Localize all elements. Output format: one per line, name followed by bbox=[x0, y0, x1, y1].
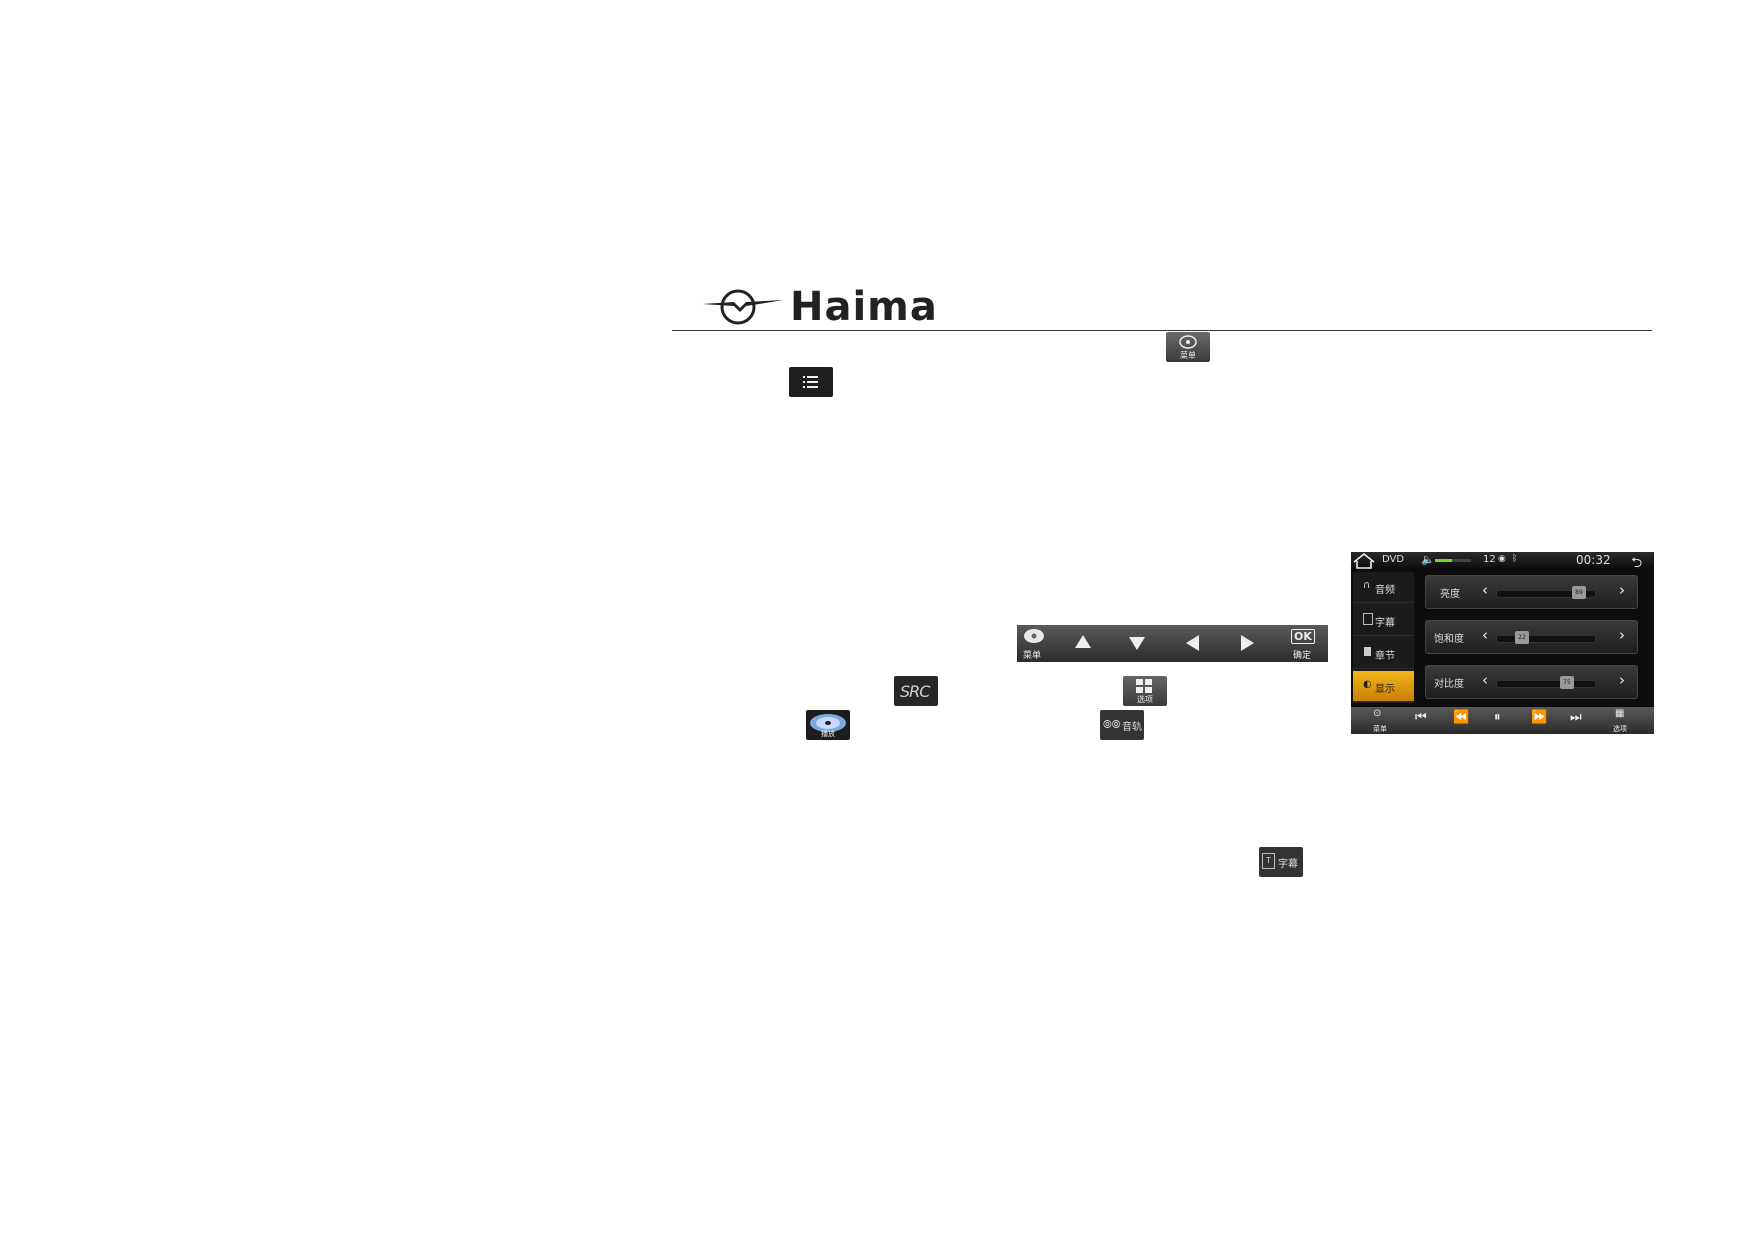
audio-icon: ⦾⦾ bbox=[1103, 718, 1121, 731]
disc-icon bbox=[1024, 629, 1044, 643]
disc-status-icon: ◉ bbox=[1498, 554, 1506, 564]
triangle-right-icon bbox=[1241, 635, 1254, 651]
decrease-button[interactable]: ‹ bbox=[1482, 671, 1488, 689]
options-button-caption: 选项 bbox=[1137, 695, 1153, 704]
slider-knob[interactable]: 75 bbox=[1560, 676, 1574, 689]
volume-value: 12 bbox=[1483, 554, 1496, 565]
subtitle-icon: T bbox=[1262, 853, 1275, 869]
chapter-icon bbox=[1364, 647, 1371, 656]
setting-label: 对比度 bbox=[1434, 679, 1464, 690]
options-caption: 选项 bbox=[1613, 725, 1627, 733]
sidebar-item-label: 章节 bbox=[1375, 651, 1395, 662]
menu-button[interactable]: ⊙ bbox=[1373, 708, 1382, 719]
next-icon[interactable]: ⏭ bbox=[1570, 710, 1582, 725]
ok-glyph: OK bbox=[1291, 629, 1315, 644]
menu-caption: 菜单 bbox=[1373, 725, 1387, 733]
arrow-right-button[interactable] bbox=[1227, 625, 1267, 662]
sidebar-item-subtitle[interactable]: 字幕 bbox=[1353, 605, 1414, 636]
status-bar: DVD 🔈 12 ◉ ᛒ 00:32 ⮌ bbox=[1351, 552, 1654, 571]
ok-button[interactable]: OK 确定 bbox=[1287, 625, 1325, 662]
grid-icon bbox=[1136, 679, 1152, 693]
triangle-left-icon bbox=[1186, 635, 1199, 651]
setting-row-saturation: 饱和度 ‹ 22 › bbox=[1425, 620, 1638, 654]
sidebar-item-label: 音频 bbox=[1375, 585, 1395, 596]
triangle-up-icon bbox=[1075, 635, 1091, 648]
toolbar-menu-label: 菜单 bbox=[1023, 651, 1042, 661]
pause-icon[interactable]: ⏸ bbox=[1494, 710, 1501, 725]
header-divider bbox=[672, 330, 1652, 331]
slider-knob[interactable]: 89 bbox=[1572, 586, 1586, 599]
setting-row-brightness: 亮度 ‹ 89 › bbox=[1425, 575, 1638, 609]
ok-label: 确定 bbox=[1293, 651, 1312, 661]
arrow-left-button[interactable] bbox=[1172, 625, 1212, 662]
rewind-icon[interactable]: ⏪ bbox=[1453, 710, 1470, 725]
options-button[interactable]: 选项 bbox=[1123, 676, 1167, 706]
setting-label: 亮度 bbox=[1440, 589, 1460, 600]
slider-track[interactable]: 75 bbox=[1496, 676, 1596, 689]
toolbar-menu-button[interactable]: 菜单 bbox=[1019, 625, 1049, 662]
arrow-down-button[interactable] bbox=[1117, 625, 1157, 662]
subtitle-label: 字幕 bbox=[1278, 859, 1298, 870]
source-label: DVD bbox=[1382, 554, 1405, 565]
headphones-icon: ∩ bbox=[1363, 580, 1371, 591]
dvd-settings-screen: DVD 🔈 12 ◉ ᛒ 00:32 ⮌ ∩ 音频 字幕 章节 ◐ 显示 亮度 … bbox=[1351, 552, 1654, 734]
disc-icon bbox=[1179, 335, 1197, 349]
bluetooth-icon: ᛒ bbox=[1512, 554, 1518, 564]
brand-wordmark: Haima bbox=[790, 284, 938, 330]
sidebar-item-label: 字幕 bbox=[1375, 618, 1395, 629]
list-button[interactable] bbox=[789, 367, 833, 397]
src-button[interactable]: SRC bbox=[894, 676, 938, 706]
menu-button[interactable]: 菜单 bbox=[1166, 332, 1210, 362]
decrease-button[interactable]: ‹ bbox=[1482, 626, 1488, 644]
contrast-icon: ◐ bbox=[1363, 679, 1372, 690]
sidebar-item-chapter[interactable]: 章节 bbox=[1353, 638, 1414, 669]
increase-button[interactable]: › bbox=[1619, 671, 1625, 689]
haima-wing-emblem-icon bbox=[702, 289, 784, 325]
options-button[interactable]: ▦ bbox=[1615, 708, 1625, 719]
increase-button[interactable]: › bbox=[1619, 626, 1625, 644]
sidebar-item-label: 显示 bbox=[1375, 684, 1395, 695]
slider-track[interactable]: 89 bbox=[1496, 586, 1596, 599]
disc-icon bbox=[810, 714, 846, 732]
decrease-button[interactable]: ‹ bbox=[1482, 581, 1488, 599]
sidebar-item-audio[interactable]: ∩ 音频 bbox=[1353, 572, 1414, 603]
slider-track[interactable]: 22 bbox=[1496, 631, 1596, 644]
audio-track-label: 音轨 bbox=[1122, 722, 1142, 733]
previous-icon[interactable]: ⏮ bbox=[1415, 710, 1427, 725]
setting-row-contrast: 对比度 ‹ 75 › bbox=[1425, 665, 1638, 699]
sidebar-item-display[interactable]: ◐ 显示 bbox=[1353, 671, 1414, 702]
subtitle-icon bbox=[1363, 613, 1373, 625]
setting-label: 饱和度 bbox=[1434, 634, 1464, 645]
dvd-nav-toolbar: 菜单 OK 确定 bbox=[1017, 625, 1328, 662]
volume-bar bbox=[1435, 559, 1471, 562]
disc-button-caption: 播放 bbox=[821, 730, 835, 738]
arrow-up-button[interactable] bbox=[1062, 625, 1102, 662]
subtitle-button[interactable]: T 字幕 bbox=[1259, 847, 1303, 877]
fast-forward-icon[interactable]: ⏩ bbox=[1531, 710, 1548, 725]
home-icon[interactable] bbox=[1353, 553, 1375, 569]
back-icon[interactable]: ⮌ bbox=[1631, 555, 1643, 571]
increase-button[interactable]: › bbox=[1619, 581, 1625, 599]
list-icon bbox=[803, 376, 818, 388]
menu-button-caption: 菜单 bbox=[1180, 351, 1196, 360]
audio-track-button[interactable]: ⦾⦾ 音轨 bbox=[1100, 710, 1144, 740]
volume-bar-fill bbox=[1435, 559, 1452, 562]
settings-sidebar: ∩ 音频 字幕 章节 ◐ 显示 bbox=[1353, 572, 1414, 703]
src-label: SRC bbox=[900, 682, 930, 701]
slider-knob[interactable]: 22 bbox=[1515, 631, 1529, 644]
speaker-icon: 🔈 bbox=[1421, 553, 1435, 566]
clock: 00:32 bbox=[1576, 553, 1611, 567]
triangle-down-icon bbox=[1129, 637, 1145, 650]
playback-controls: ⊙ 菜单 ⏮ ⏪ ⏸ ⏩ ⏭ ▦ 选项 bbox=[1351, 707, 1654, 734]
haima-logo: Haima bbox=[700, 282, 960, 332]
disc-button[interactable]: 播放 bbox=[806, 710, 850, 740]
